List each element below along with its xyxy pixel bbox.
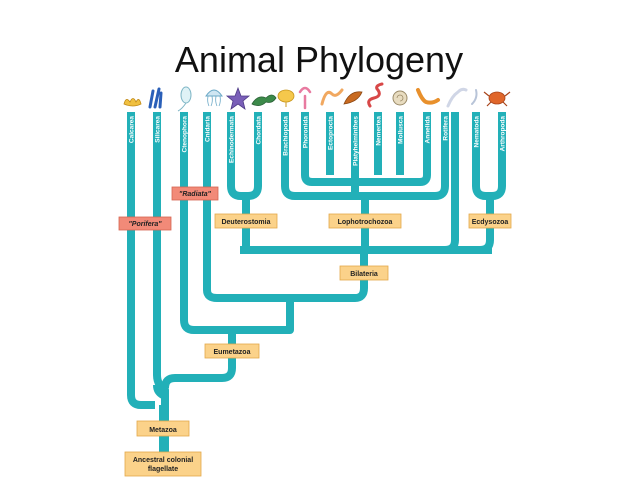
snail-icon xyxy=(392,90,408,106)
clade-box-lophotrochozoa: Lophotrochozoa xyxy=(328,213,402,229)
taxon-label-nematoda: Nematoda xyxy=(473,116,480,148)
tree-branch xyxy=(444,112,459,254)
clade-box-metazoa: Metazoa xyxy=(136,420,190,437)
taxon-label-phoronida: Phoronida xyxy=(302,116,309,149)
clade-box-deuterostomia: Deuterostomia xyxy=(214,213,278,229)
vertebrate-icon xyxy=(251,94,277,106)
roundworm-icon xyxy=(471,89,478,105)
jellyfish-icon xyxy=(205,89,223,107)
clade-box-bilateria: Bilateria xyxy=(339,265,389,281)
clade-box-eumetazoa: Eumetazoa xyxy=(204,343,260,359)
lophotrochozoa-label: Lophotrochozoa xyxy=(338,219,393,226)
animal-illustrations xyxy=(123,82,511,112)
sponge-icon xyxy=(148,87,163,109)
taxon-label-chordata: Chordata xyxy=(255,116,262,145)
clade-box-ancestor: Ancestral colonial flagellate xyxy=(124,451,202,477)
deuterostomia-label: Deuterostomia xyxy=(221,219,270,226)
taxon-label-nemertea: Nemertea xyxy=(375,116,382,146)
tree-branch xyxy=(301,112,431,186)
taxon-label-mollusca: Mollusca xyxy=(397,116,404,144)
taxon-label-arthropoda: Arthropoda xyxy=(499,116,506,152)
taxon-label-echinodermata: Echinodermata xyxy=(228,116,235,163)
slide-title: Animal Phylogeny xyxy=(174,39,464,80)
ribbon-worm-icon xyxy=(367,82,384,108)
rotifer-icon xyxy=(446,87,468,108)
porifera-label: "Porifera" xyxy=(128,221,162,228)
lamp-shell-icon xyxy=(277,89,295,107)
bilateria-label: Bilateria xyxy=(350,271,378,278)
taxon-label-annelida: Annelida xyxy=(424,116,431,144)
metazoa-label: Metazoa xyxy=(149,427,177,434)
taxon-label-cnidaria: Cnidaria xyxy=(204,116,211,142)
segmented-worm-icon xyxy=(416,88,440,105)
sea-star-icon xyxy=(225,86,251,110)
taxon-label-silicarea: Silicarea xyxy=(154,116,161,143)
comb-jelly-icon xyxy=(177,86,192,112)
taxon-label-rotifera: Rotifera xyxy=(442,116,449,141)
ancestor-label-line1: Ancestral colonial xyxy=(133,457,193,464)
taxon-label-calcarea: Calcarea xyxy=(128,116,135,143)
tree-branch xyxy=(161,358,236,389)
tree-branch xyxy=(127,112,155,409)
clade-box-radiata: "Radiata" xyxy=(171,186,219,201)
horseshoe-worm-icon xyxy=(298,86,312,110)
clade-box-porifera: "Porifera" xyxy=(118,216,172,231)
eumetazoa-label: Eumetazoa xyxy=(214,349,251,356)
taxon-label-ectoprocta: Ectoprocta xyxy=(327,116,334,150)
tree-branch xyxy=(290,280,368,302)
flatworm-icon xyxy=(343,91,363,105)
taxon-label-brachiopoda: Brachiopoda xyxy=(282,116,289,156)
bryozoan-icon xyxy=(320,88,344,106)
tree-branch xyxy=(153,112,169,452)
radiata-label: "Radiata" xyxy=(179,191,212,198)
tree-branch xyxy=(180,112,236,344)
tree-branch xyxy=(203,112,294,334)
tree-branches xyxy=(127,112,506,452)
taxon-label-ctenophora: Ctenophora xyxy=(181,116,188,153)
tree-branch xyxy=(153,384,165,399)
crab-icon xyxy=(483,91,511,107)
ecdysozoa-label: Ecdysozoa xyxy=(472,219,509,226)
ancestor-label-line2: flagellate xyxy=(148,466,178,473)
clade-box-ecdysozoa: Ecdysozoa xyxy=(468,213,512,229)
taxon-label-platyhelminthes: Platyhelminthes xyxy=(352,116,359,166)
tree-branch xyxy=(479,228,494,254)
taxon-labels: Calcarea Silicarea Ctenophora Cnidaria Echin… xyxy=(128,116,506,166)
sponge-icon xyxy=(123,98,142,107)
